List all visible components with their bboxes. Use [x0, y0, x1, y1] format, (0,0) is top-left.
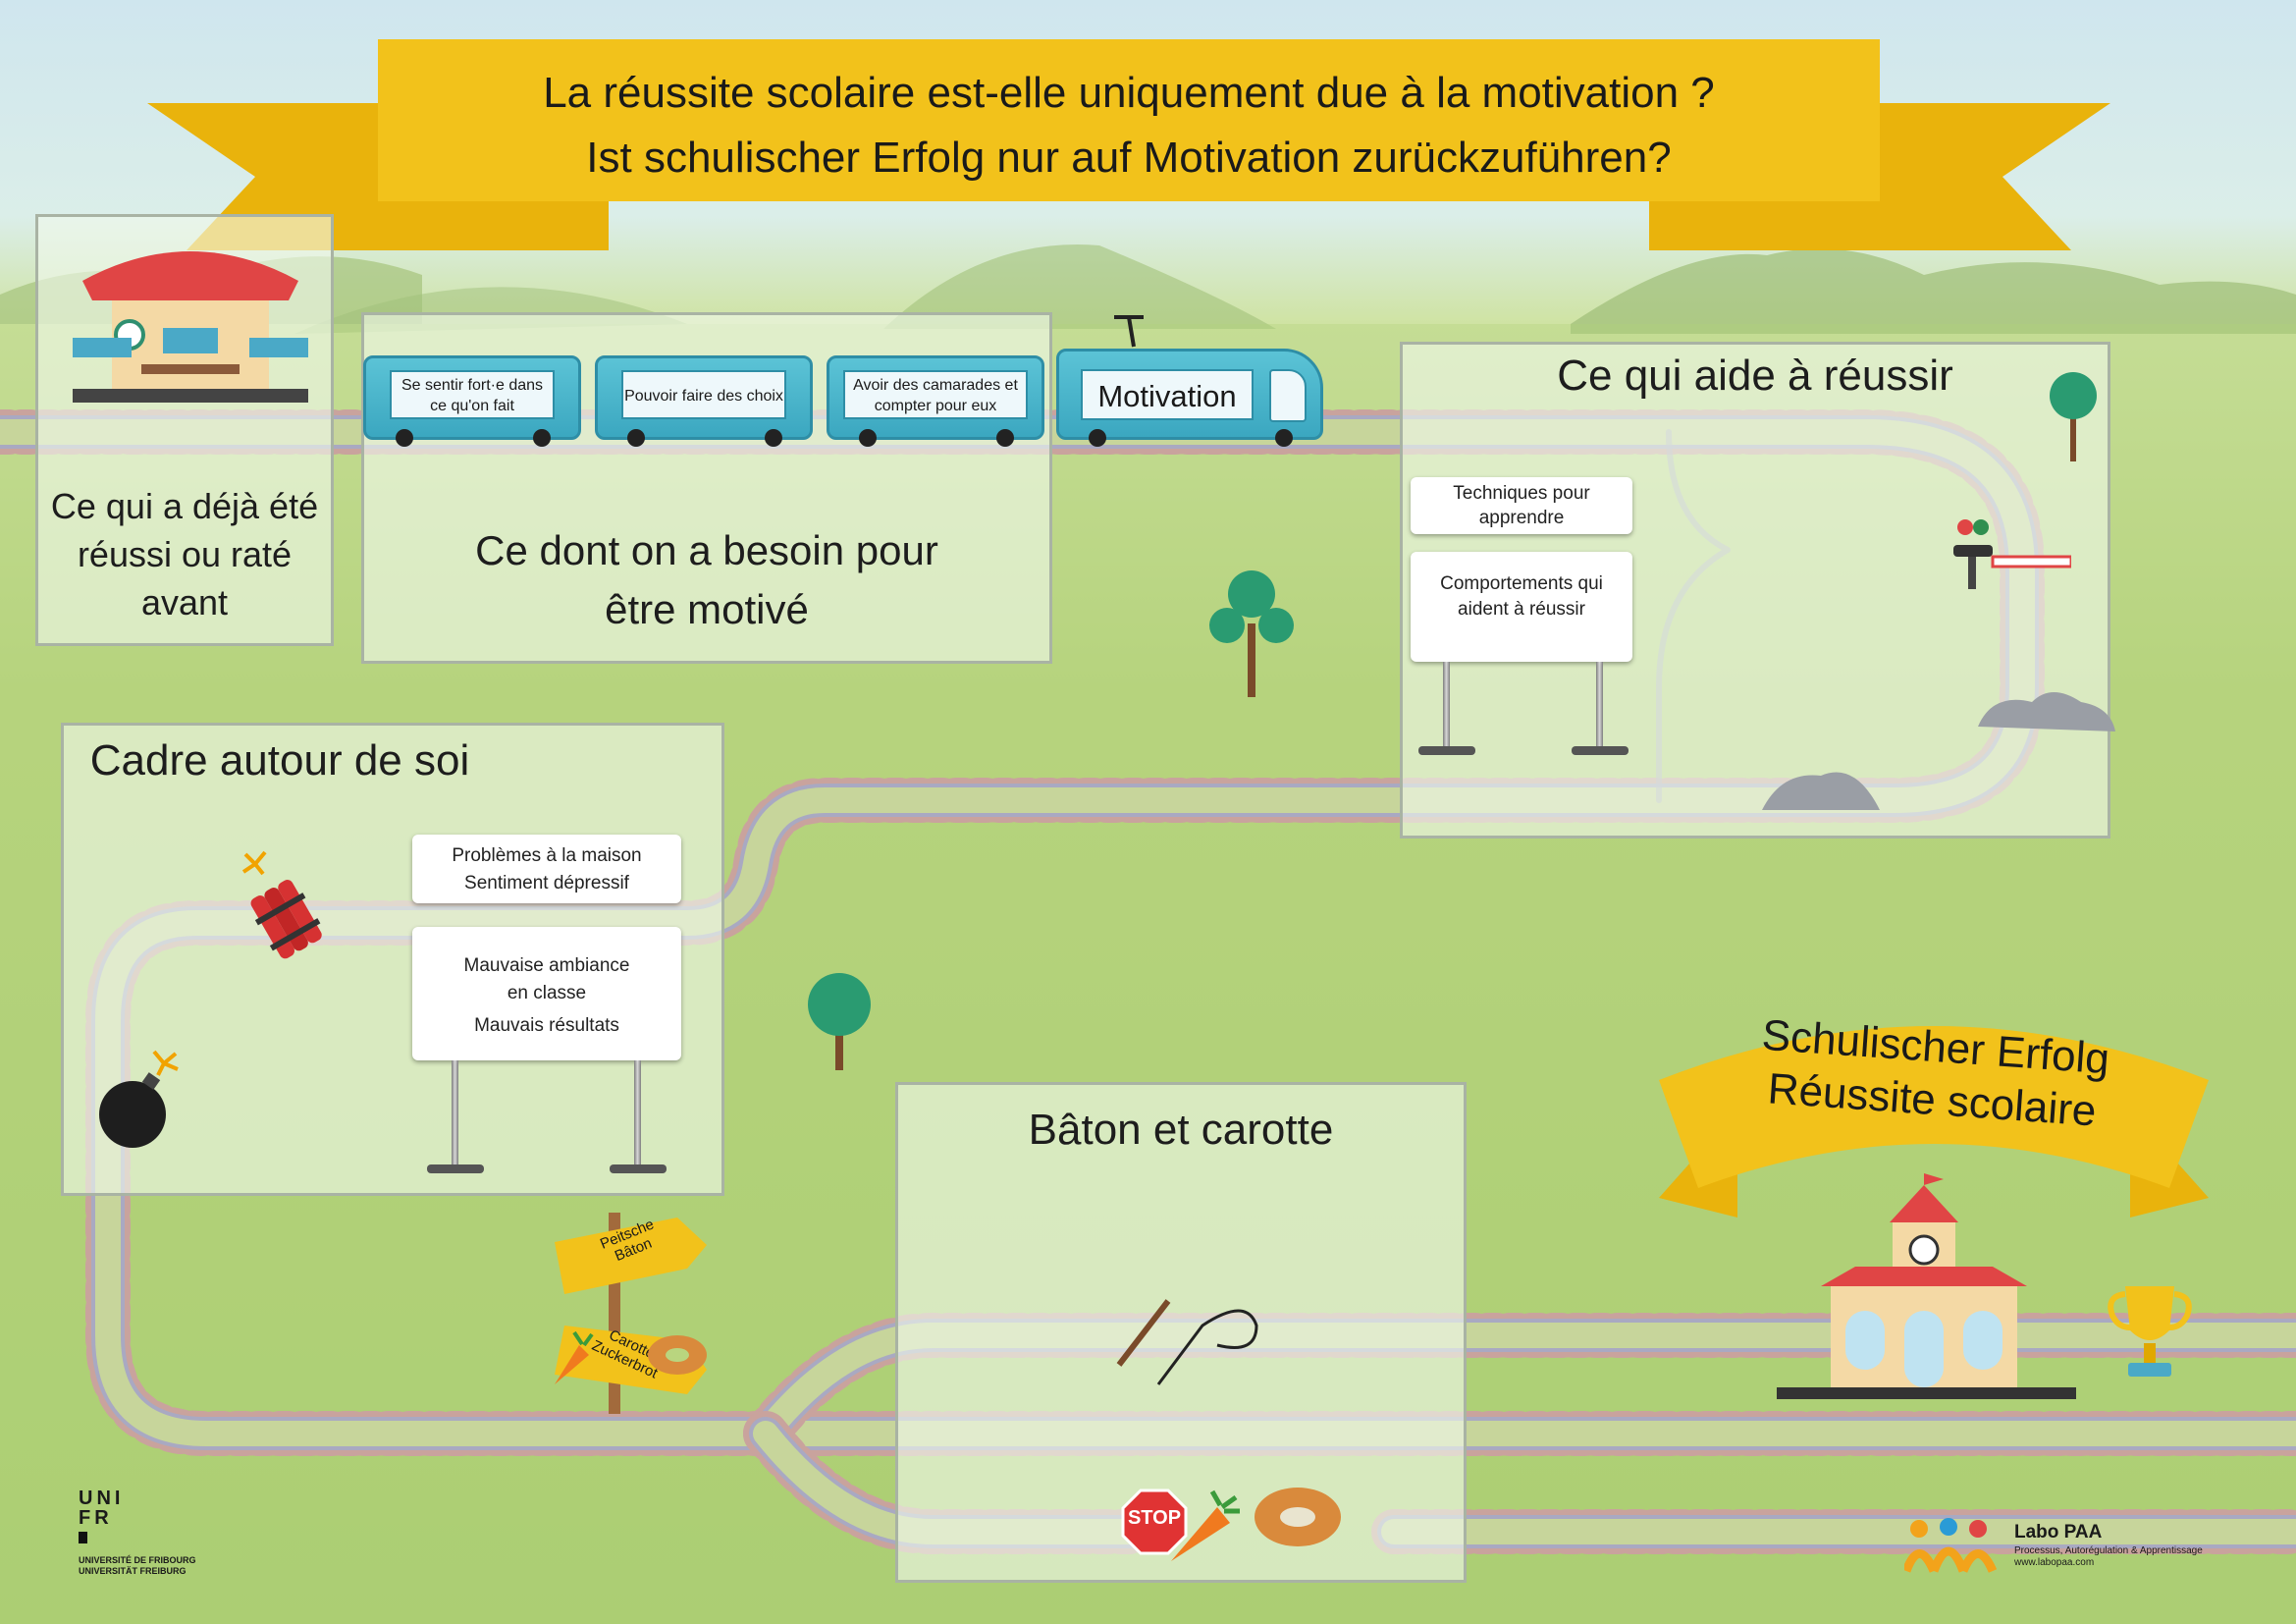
sign-class-mood-line: Mauvaise ambiance en classe — [463, 955, 630, 1003]
wagon-autonomy-label: Pouvoir faire des choix — [621, 370, 786, 419]
stop-sign-icon — [1121, 1489, 1188, 1555]
station-icon — [73, 251, 308, 403]
lab-tagline: Processus, Autorégulation & Apprentissag… — [2014, 1545, 2203, 1556]
carrot-icon-small — [555, 1330, 594, 1384]
pantograph-icon — [1114, 315, 1144, 348]
logo-letter-r: R — [94, 1507, 113, 1529]
page-title: La réussite scolaire est-elle uniquement… — [378, 61, 1880, 190]
wagon-autonomy: Pouvoir faire des choix — [595, 355, 813, 447]
logo-letter-f: F — [79, 1507, 95, 1529]
rocks-icon-2 — [1762, 772, 1880, 810]
engine-motivation: Motivation — [1056, 349, 1323, 447]
level-crossing-icon — [1953, 519, 2071, 589]
logo-letter-u: U — [79, 1488, 97, 1509]
title-ribbon — [147, 39, 2110, 250]
tree-icon-center — [1209, 570, 1294, 697]
sign-behaviours: Comportements qui aident à réussir — [1411, 552, 1632, 662]
title-french: La réussite scolaire est-elle uniquement… — [543, 69, 1715, 117]
rocks-icon — [1978, 692, 2115, 731]
sign-depressive-line: Sentiment dépressif — [464, 872, 629, 893]
bomb-icon — [99, 1050, 179, 1148]
panel-carrot-stick-title: Bâton et carotte — [1028, 1106, 1334, 1154]
panel-past-title: Ce qui a déjà été réussi ou raté avant — [50, 486, 319, 623]
sign-class: Mauvaise ambiance en classe Mauvais résu… — [412, 927, 681, 1060]
lab-url[interactable]: www.labopaa.com — [2014, 1557, 2095, 1568]
panel-context: Cadre autour de soi — [61, 723, 724, 1196]
whip-icon — [1116, 1299, 1258, 1385]
goal-ribbon — [1659, 1026, 2209, 1218]
sign-techniques: Techniques pour apprendre — [1411, 477, 1632, 534]
trophy-icon — [2108, 1286, 2192, 1377]
pretzel-icon-small — [648, 1335, 707, 1375]
panel-past: Ce qui a déjà été réussi ou raté avant — [35, 214, 334, 646]
panel-context-title: Cadre autour de soi — [89, 736, 470, 785]
sign-home-problems: Problèmes à la maison Sentiment dépressi… — [412, 835, 681, 903]
wagon-relatedness-label: Avoir des camarades et compter pour eux — [843, 370, 1028, 419]
engine-label: Motivation — [1081, 369, 1254, 420]
sign-bad-results-line: Mauvais résultats — [474, 1015, 619, 1037]
labo-paa-logo-icon — [1904, 1518, 1998, 1573]
labo-paa-block: Labo PAA Processus, Autorégulation & App… — [2014, 1522, 2269, 1568]
title-german: Ist schulischer Erfolg nur auf Motivatio… — [586, 134, 1672, 182]
tree-icon-small — [808, 973, 871, 1070]
panel-needs-title: Ce dont on a besoin pour être motivé — [475, 527, 938, 632]
dynamite-icon — [241, 850, 322, 959]
logo-letter-n: N — [96, 1488, 115, 1509]
lab-name: Labo PAA — [2014, 1522, 2103, 1543]
university-logo: UNI FR UNIVERSITÉ DE FRIBOURG UNIVERSITÄ… — [79, 1489, 226, 1577]
logo-letter-i: I — [114, 1488, 125, 1509]
wagon-competence-label: Se sentir fort·e dans ce qu'on fait — [390, 370, 555, 419]
panel-carrot-stick: Bâton et carotte — [895, 1082, 1467, 1583]
panel-helps-title: Ce qui aide à réussir — [1557, 352, 1953, 400]
wagon-competence: Se sentir fort·e dans ce qu'on fait — [363, 355, 581, 447]
uni-name-fr: UNIVERSITÉ DE FRIBOURG — [79, 1555, 196, 1565]
pretzel-icon — [1255, 1488, 1341, 1546]
destination-station-icon — [1777, 1173, 2076, 1399]
wagon-relatedness: Avoir des camarades et compter pour eux — [827, 355, 1044, 447]
tree-icon — [2050, 372, 2097, 461]
uni-name-de: UNIVERSITÄT FREIBURG — [79, 1566, 187, 1576]
stop-sign-label: STOP — [1127, 1507, 1182, 1529]
carrot-icon — [1171, 1489, 1240, 1561]
sign-home-problems-line: Problèmes à la maison — [452, 845, 642, 866]
